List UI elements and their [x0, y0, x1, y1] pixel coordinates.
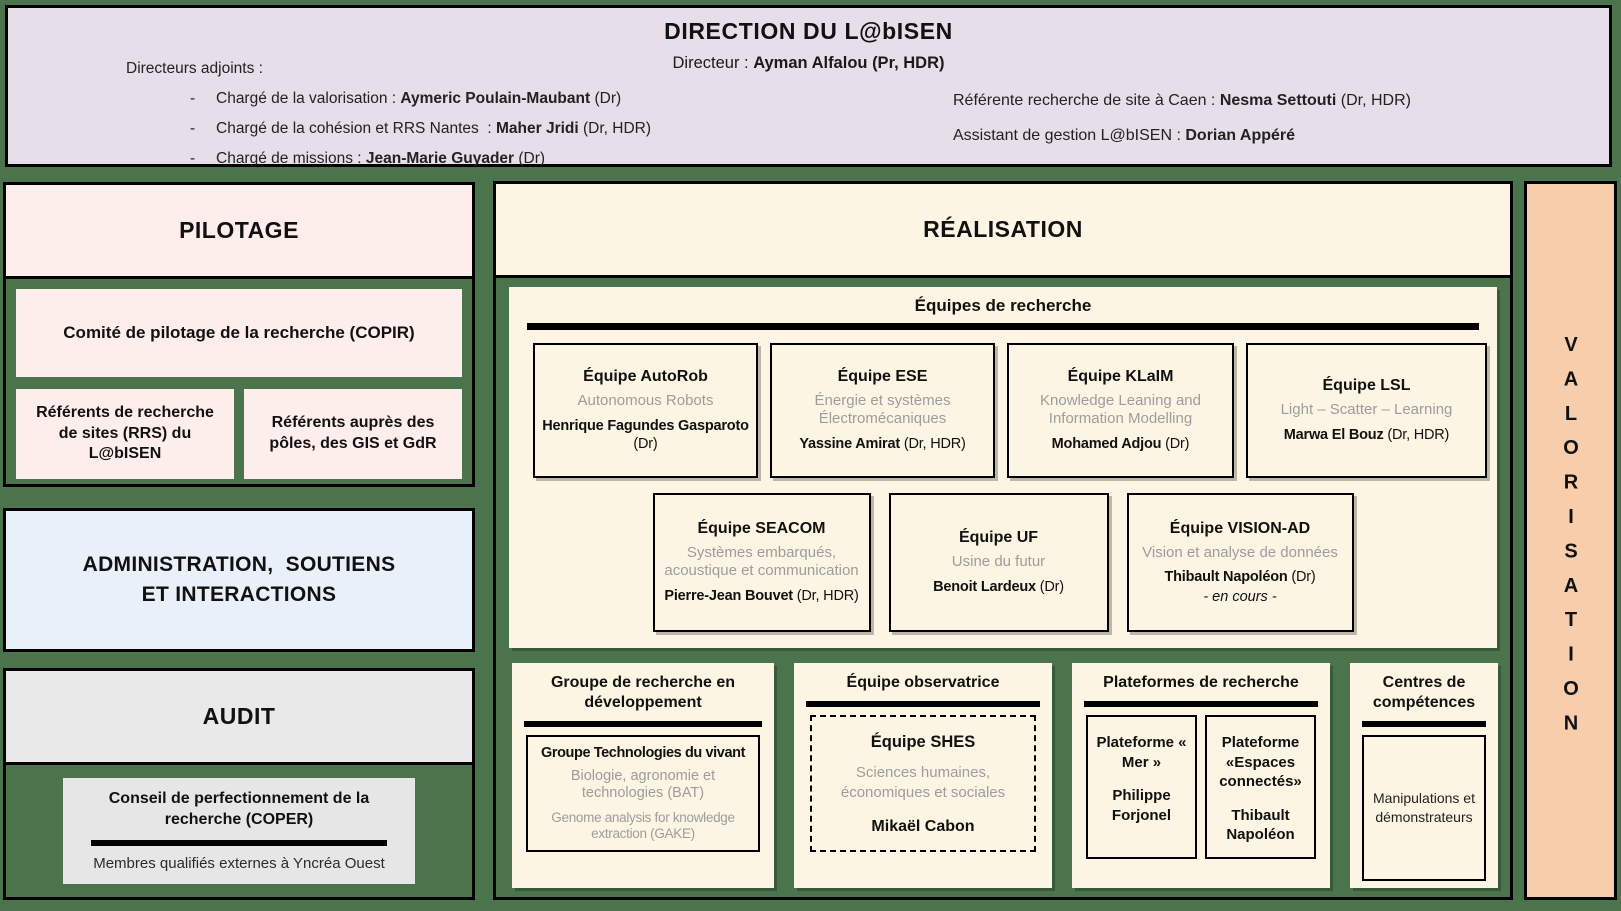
divider — [806, 701, 1040, 707]
adjoints-block: Directeurs adjoints : - Chargé de la val… — [126, 60, 651, 168]
groupe-dev-title: Groupe de recherche en développement — [550, 674, 736, 711]
centres-title: Centres de compétences — [1372, 674, 1476, 711]
observatrice-title: Équipe observatrice — [846, 674, 1000, 691]
plateformes-box: Plateformes de recherche Plateforme « Me… — [1072, 663, 1330, 888]
adjoint-item: - Chargé de la valorisation : Aymeric Po… — [190, 89, 651, 108]
pilotage-section: PILOTAGE Comité de pilotage de la recher… — [3, 182, 475, 487]
plateforme-espaces-connectes-box: Plateforme «Espaces connectés» Thibault … — [1205, 715, 1316, 859]
centres-competences-box: Centres de compétences Manipulations et … — [1350, 663, 1498, 888]
direction-title: DIRECTION DU L@bISEN — [664, 18, 953, 44]
adjoint-text: Chargé de la valorisation : Aymeric Poul… — [216, 90, 622, 107]
coper-box: Conseil de perfectionnement de la recher… — [63, 778, 415, 884]
valorisation-title: VALORISATION — [1560, 334, 1582, 747]
team-box-autorob: Équipe AutoRob Autonomous Robots Henriqu… — [533, 343, 758, 478]
adjoint-text: Chargé de missions : Jean-Marie Guyader … — [216, 150, 546, 167]
rrs-box: Référents de recherche de sites (RRS) du… — [16, 389, 234, 479]
team-box-seacom: Équipe SEACOM Systèmes embarqués, acoust… — [652, 493, 871, 632]
director-line: Directeur : Ayman Alfalou (Pr, HDR) — [8, 54, 1609, 73]
team-box-vision-ad: Équipe VISION-AD Vision et analyse de do… — [1126, 493, 1354, 632]
audit-section: AUDIT Conseil de perfectionnement de la … — [3, 668, 475, 900]
director-name: Ayman Alfalou (Pr, HDR) — [753, 54, 945, 72]
groupe-technologies-box: Groupe Technologies du vivant Biologie, … — [526, 735, 760, 853]
realisation-section: RÉALISATION Équipes de recherche Équipe … — [493, 181, 1513, 900]
team-box-uf: Équipe UF Usine du futur Benoit Lardeux … — [888, 493, 1109, 632]
pilotage-header: PILOTAGE — [6, 185, 472, 279]
equipes-title: Équipes de recherche — [914, 296, 1092, 315]
equipe-shes-box: Équipe SHES Sciences humaines, économiqu… — [810, 715, 1036, 852]
pilotage-content: Comité de pilotage de la recherche (COPI… — [6, 279, 472, 479]
adjoint-text: Chargé de la cohésion et RRS Nantes : Ma… — [216, 120, 652, 137]
divider — [1362, 721, 1486, 727]
coper-members: Membres qualifiés externes à Yncréa Oues… — [93, 854, 385, 872]
manipulations-box: Manipulations et démonstrateurs — [1362, 735, 1486, 881]
divider — [527, 323, 1479, 330]
adjoint-item: - Chargé de missions : Jean-Marie Guyade… — [190, 149, 651, 168]
dash-bullet: - — [190, 120, 196, 137]
equipe-observatrice-box: Équipe observatrice Équipe SHES Sciences… — [794, 663, 1052, 888]
adjoints-label: Directeurs adjoints : — [126, 60, 263, 77]
dash-bullet: - — [190, 90, 196, 107]
plateforme-mer-box: Plateforme « Mer » Philippe Forjonel — [1086, 715, 1197, 859]
coper-title: Conseil de perfectionnement de la recher… — [108, 790, 370, 828]
director-label: Directeur : — [672, 54, 754, 72]
assistant-gestion-line: Assistant de gestion L@bISEN : Dorian Ap… — [953, 127, 1296, 144]
equipes-de-recherche-box: Équipes de recherche Équipe AutoRob Auto… — [509, 287, 1497, 648]
poles-gis-gdr-box: Référents auprès des pôles, des GIS et G… — [244, 389, 462, 479]
audit-header: AUDIT — [6, 671, 472, 765]
divider — [91, 839, 387, 846]
administration-box: ADMINISTRATION, SOUTIENS ET INTERACTIONS — [3, 508, 475, 652]
groupe-dev-box: Groupe de recherche en développement Gro… — [512, 663, 774, 888]
referente-caen-line: Référente recherche de site à Caen : Nes… — [953, 92, 1411, 109]
copir-box: Comité de pilotage de la recherche (COPI… — [16, 289, 462, 377]
referents-row: Référents de recherche de sites (RRS) du… — [16, 389, 462, 479]
plateformes-row: Plateforme « Mer » Philippe Forjonel Pla… — [1086, 715, 1316, 859]
divider — [524, 721, 762, 727]
team-box-ese: Équipe ESE Énergie et systèmes Électromé… — [770, 343, 995, 478]
teams-row-1: Équipe AutoRob Autonomous Robots Henriqu… — [509, 343, 1497, 478]
valorisation-band: VALORISATION — [1524, 181, 1617, 900]
team-box-klaim: Équipe KLaIM Knowledge Leaning and Infor… — [1007, 343, 1234, 478]
dash-bullet: - — [190, 150, 196, 167]
divider — [1084, 701, 1318, 707]
plateformes-title: Plateformes de recherche — [1103, 674, 1299, 691]
teams-row-2: Équipe SEACOM Systèmes embarqués, acoust… — [509, 493, 1497, 632]
team-box-lsl: Équipe LSL Light – Scatter – Learning Ma… — [1246, 343, 1487, 478]
direction-right-block: Référente recherche de site à Caen : Nes… — [953, 92, 1411, 162]
realisation-content: Équipes de recherche Équipe AutoRob Auto… — [496, 278, 1510, 897]
adjoint-item: - Chargé de la cohésion et RRS Nantes : … — [190, 119, 651, 138]
audit-content: Conseil de perfectionnement de la recher… — [6, 765, 472, 897]
direction-band: DIRECTION DU L@bISEN Directeur : Ayman A… — [5, 5, 1612, 167]
realisation-header: RÉALISATION — [496, 184, 1510, 278]
realisation-bottom-row: Groupe de recherche en développement Gro… — [496, 663, 1498, 888]
team-note-en-cours: - en cours - — [1203, 589, 1277, 606]
